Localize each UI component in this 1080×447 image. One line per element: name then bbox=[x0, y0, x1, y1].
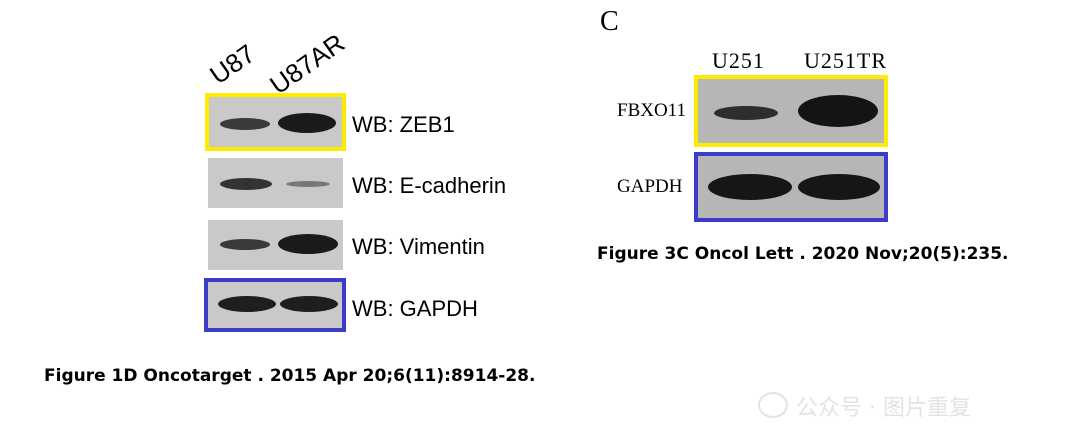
band-zeb1-u87 bbox=[220, 118, 270, 130]
lane-label-u87: U87 bbox=[204, 38, 261, 91]
lane-label-u251tr: U251TR bbox=[804, 48, 887, 73]
blot-e-cadherin bbox=[208, 158, 343, 208]
lane-label-u87ar: U87AR bbox=[264, 27, 351, 101]
highlight-box-blue-gapdh-left bbox=[204, 278, 346, 332]
label-fbxo11: FBXO11 bbox=[617, 100, 686, 121]
highlight-box-blue-gapdh-right bbox=[694, 152, 888, 222]
label-vimentin: WB: Vimentin bbox=[352, 234, 485, 259]
highlight-box-yellow-fbxo11 bbox=[694, 75, 888, 147]
band-gapdh-u251 bbox=[708, 174, 792, 200]
label-e-cadherin: WB: E-cadherin bbox=[352, 173, 507, 198]
watermark-text: 公众号 · 图片重复 bbox=[796, 396, 971, 421]
band-zeb1-u87ar bbox=[278, 113, 336, 133]
blot-gapdh-right bbox=[698, 156, 884, 218]
blot-fbxo11 bbox=[698, 79, 884, 143]
blot-zeb1 bbox=[208, 96, 343, 148]
caption-right: Figure 3C Oncol Lett . 2020 Nov;20(5):23… bbox=[597, 244, 1009, 264]
band-vim-u87ar bbox=[278, 234, 338, 254]
caption-left: Figure 1D Oncotarget . 2015 Apr 20;6(11)… bbox=[44, 366, 536, 386]
band-gapdh-u87ar bbox=[280, 296, 338, 312]
panel-letter: C bbox=[600, 6, 619, 37]
band-gapdh-u251tr bbox=[798, 174, 880, 200]
blot-vimentin bbox=[208, 220, 343, 270]
band-ecad-u87 bbox=[220, 178, 272, 190]
label-zeb1: WB: ZEB1 bbox=[352, 112, 455, 137]
band-fbxo11-u251tr bbox=[798, 95, 878, 127]
wechat-icon bbox=[758, 392, 788, 418]
band-gapdh-u87 bbox=[218, 296, 276, 312]
lane-label-u251: U251 bbox=[712, 48, 765, 73]
label-gapdh-left: WB: GAPDH bbox=[352, 296, 478, 321]
band-vim-u87 bbox=[220, 239, 270, 250]
band-ecad-u87ar bbox=[286, 181, 330, 187]
blot-gapdh-left bbox=[208, 282, 343, 328]
band-fbxo11-u251 bbox=[714, 106, 778, 120]
highlight-box-yellow-zeb1 bbox=[205, 93, 346, 151]
label-gapdh-right: GAPDH bbox=[617, 176, 683, 197]
